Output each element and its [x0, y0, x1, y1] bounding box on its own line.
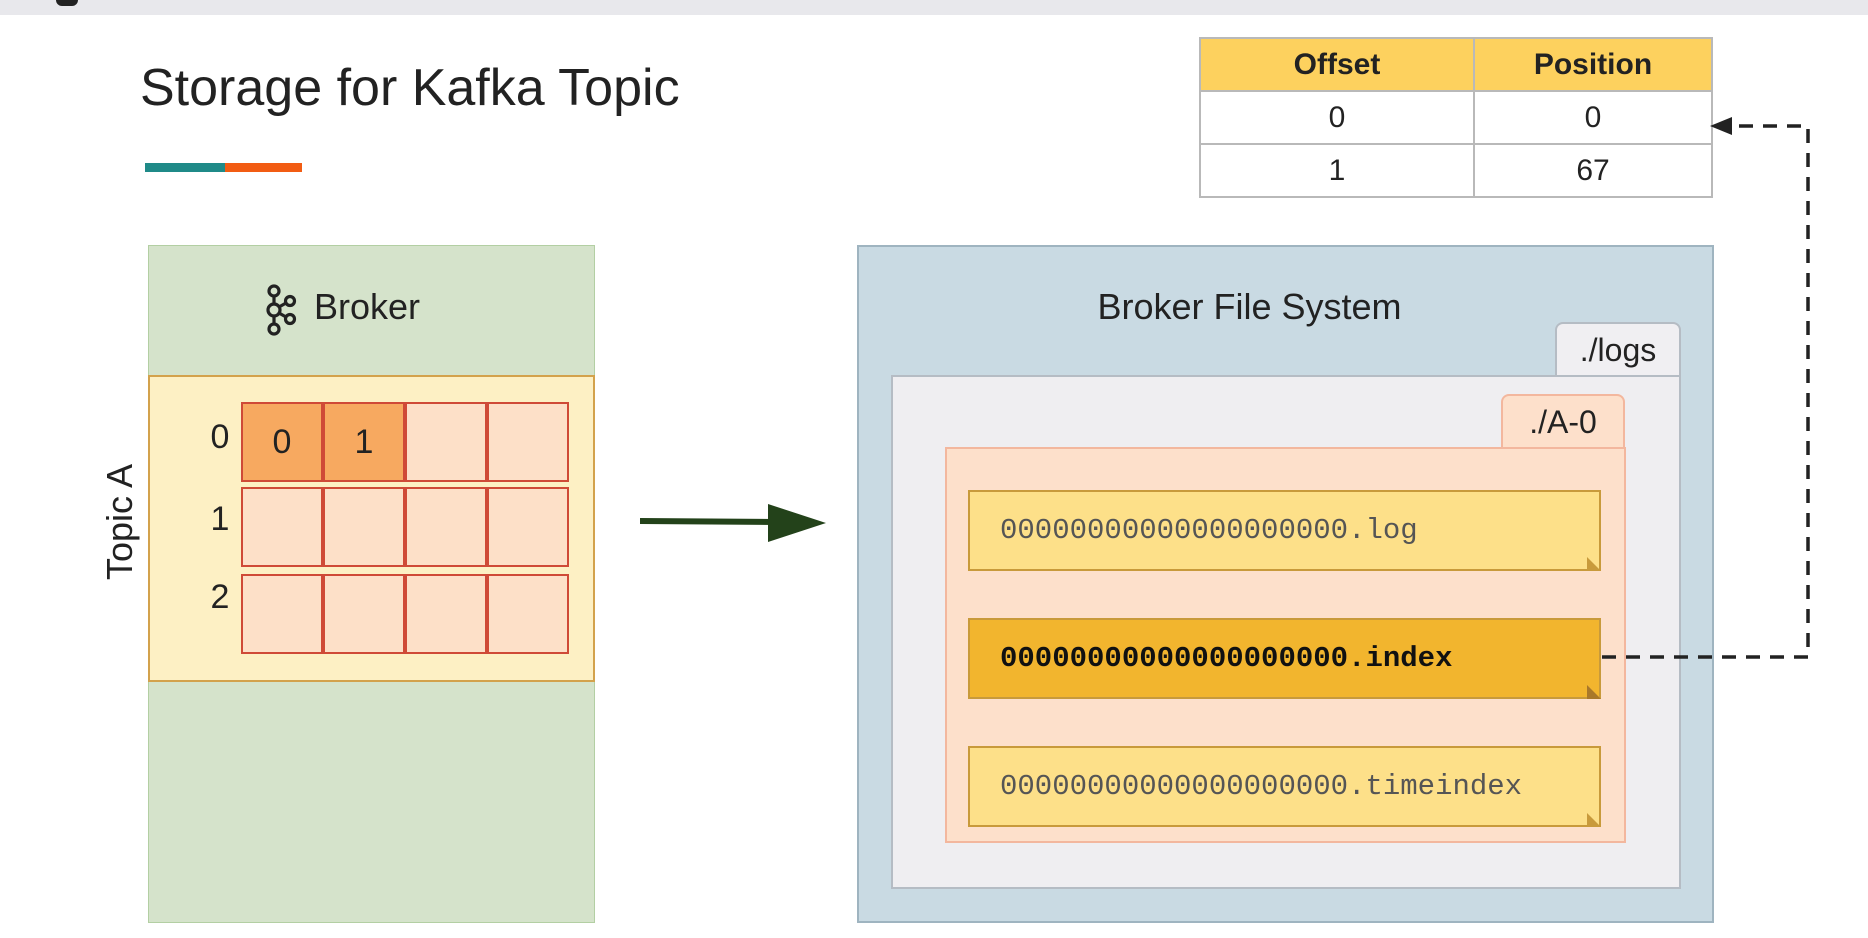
table-cell-offset: 1 [1199, 143, 1475, 198]
table-header-offset: Offset [1199, 37, 1475, 92]
logs-folder-tab: ./logs [1555, 322, 1681, 376]
partition-1-cell-1 [323, 487, 405, 567]
partition-2-cell-2 [405, 574, 487, 654]
log-file-name: 00000000000000000000.log [1000, 514, 1418, 547]
file-fold-corner [1587, 813, 1601, 827]
table-header-row: Offset Position [1199, 37, 1713, 92]
partition-1-cell-0 [241, 487, 323, 567]
partition-2-cell-0 [241, 574, 323, 654]
top-bar-mark [56, 0, 78, 6]
partition-0-cell-3 [487, 402, 569, 482]
table-row: 1 67 [1199, 143, 1713, 198]
page-title: Storage for Kafka Topic [140, 59, 680, 117]
partition-0-cell-0: 0 [241, 402, 323, 482]
kafka-logo-icon [266, 284, 297, 336]
partition-label-0: 0 [210, 418, 230, 456]
broker-label: Broker [314, 286, 421, 327]
table-cell-position: 0 [1473, 90, 1713, 145]
partition-label-1: 1 [210, 500, 230, 538]
partition-0-cell-2 [405, 402, 487, 482]
topic-label: Topic A [99, 463, 140, 581]
file-fold-corner [1587, 685, 1601, 699]
broker-file-system-label: Broker File System [1097, 286, 1402, 327]
title-underline-teal [145, 163, 225, 172]
top-bar [0, 0, 1868, 15]
index-file: 00000000000000000000.index [968, 618, 1601, 699]
table-header-position: Position [1473, 37, 1713, 92]
log-file: 00000000000000000000.log [968, 490, 1601, 571]
index-table: Offset Position 0 0 1 67 [1199, 37, 1713, 198]
index-file-name: 00000000000000000000.index [1000, 642, 1453, 675]
title-underline-orange [225, 163, 302, 172]
table-cell-position: 67 [1473, 143, 1713, 198]
partition-folder-tab: ./A-0 [1501, 394, 1625, 448]
timeindex-file-name: 00000000000000000000.timeindex [1000, 770, 1523, 803]
timeindex-file: 00000000000000000000.timeindex [968, 746, 1601, 827]
partition-0-cell-1: 1 [323, 402, 405, 482]
partition-label-2: 2 [210, 578, 230, 616]
partition-1-cell-2 [405, 487, 487, 567]
flow-arrow [640, 504, 826, 542]
table-cell-offset: 0 [1199, 90, 1475, 145]
file-fold-corner [1587, 557, 1601, 571]
partition-2-cell-1 [323, 574, 405, 654]
table-row: 0 0 [1199, 90, 1713, 145]
partition-1-cell-3 [487, 487, 569, 567]
partition-2-cell-3 [487, 574, 569, 654]
